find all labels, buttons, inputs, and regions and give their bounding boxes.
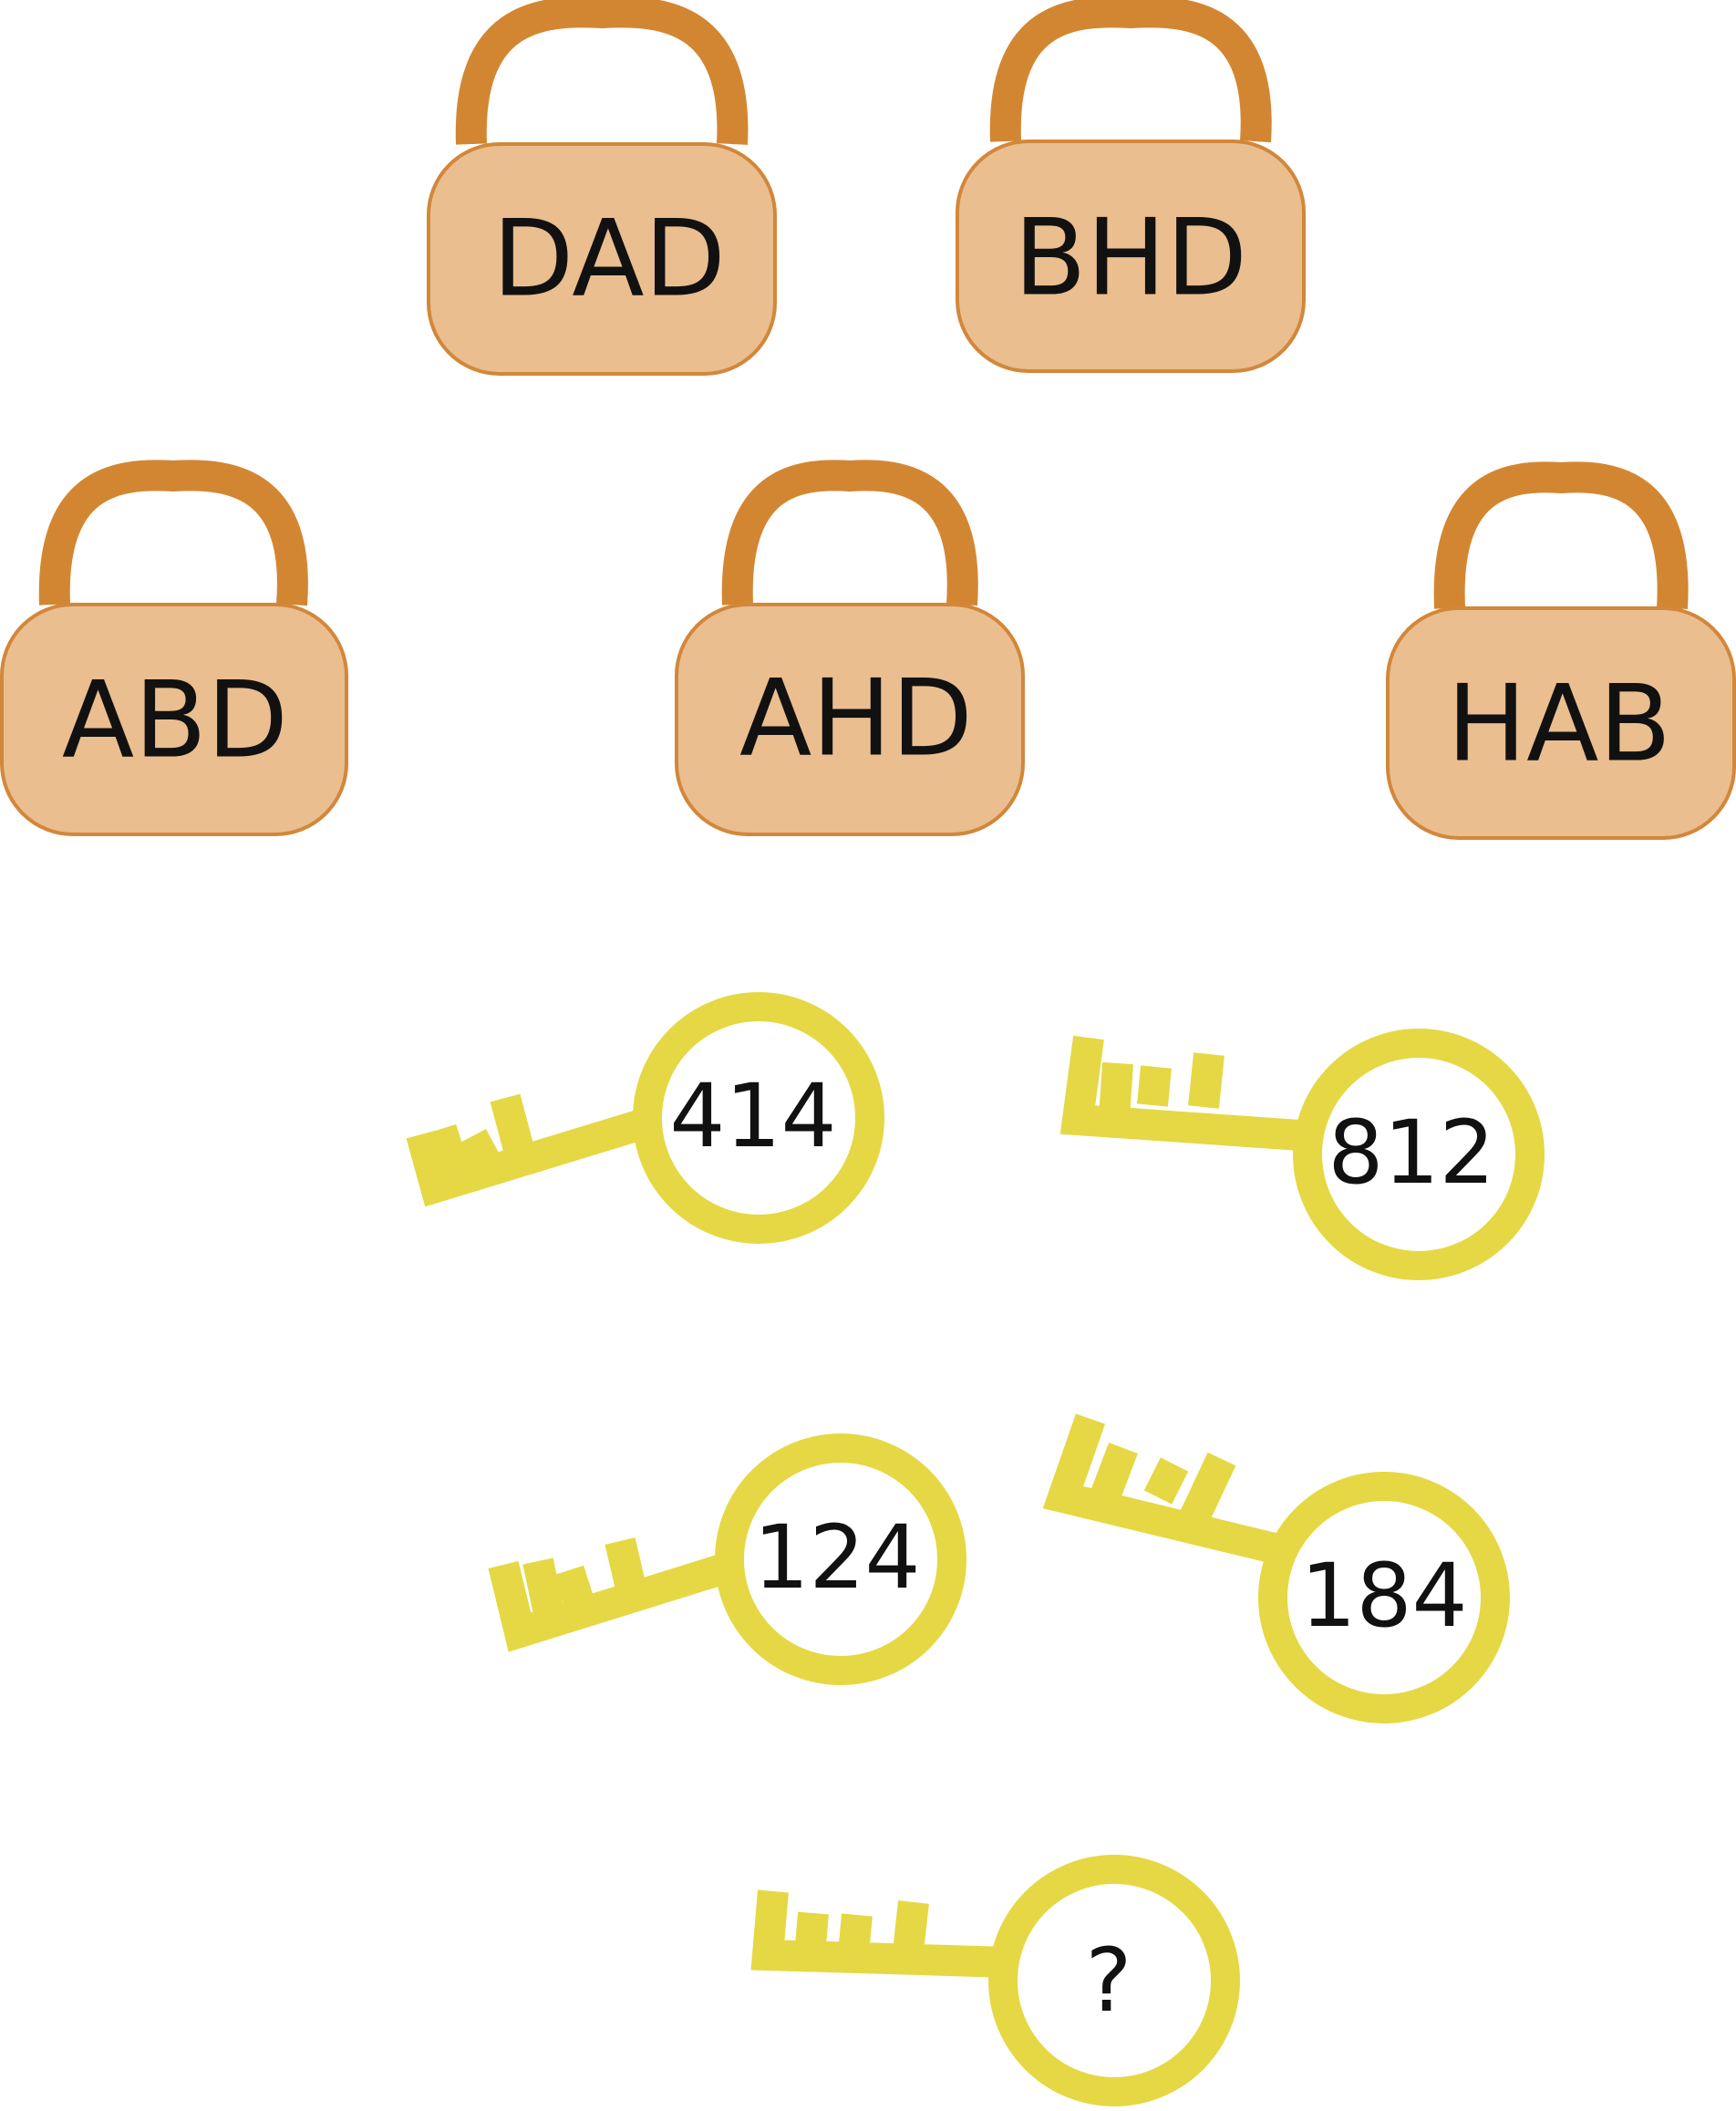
padlock-2-label: BHD — [1014, 197, 1247, 320]
key-4: 184 — [1042, 1413, 1510, 1723]
key-5: ? — [750, 1855, 1240, 2106]
padlock-3-body — [0, 603, 348, 836]
key-1-blade — [406, 1093, 661, 1207]
padlock-2-shackle — [989, 0, 1272, 143]
key-2-label: 812 — [1328, 1102, 1494, 1204]
key-1: 414 — [406, 992, 884, 1244]
key-1-ring — [633, 992, 884, 1244]
key-1-label: 414 — [669, 1065, 836, 1167]
padlock-5-body — [1386, 606, 1736, 840]
padlock-2-body — [956, 140, 1306, 373]
padlock-5-label: HAB — [1447, 663, 1671, 786]
padlock-3-shackle — [38, 460, 308, 606]
key-5-blade — [750, 1889, 1009, 1978]
padlock-3-label: ABD — [62, 659, 288, 782]
padlock-4-body — [675, 603, 1025, 836]
key-3-blade — [488, 1537, 748, 1652]
padlock-1: DAD — [427, 0, 777, 376]
padlock-1-body — [427, 142, 777, 376]
padlock-2: BHD — [956, 0, 1306, 373]
padlock-3: ABD — [0, 460, 348, 836]
padlock-5: HAB — [1386, 461, 1736, 840]
padlock-4-label: AHD — [739, 657, 973, 781]
key-2: 812 — [1059, 1029, 1545, 1280]
key-4-label: 184 — [1300, 1545, 1467, 1647]
key-3: 124 — [488, 1433, 966, 1685]
padlock-1-shackle — [455, 0, 749, 145]
padlock-1-label: DAD — [492, 198, 726, 321]
key-4-blade — [1042, 1413, 1286, 1566]
padlock-4-shackle — [721, 460, 978, 606]
padlock-5-shackle — [1433, 461, 1689, 609]
key-3-label: 124 — [753, 1506, 920, 1609]
key-3-ring — [715, 1433, 966, 1685]
key-5-ring — [988, 1855, 1240, 2106]
key-5-label: ? — [1086, 1930, 1132, 2032]
padlock-4: AHD — [675, 460, 1025, 836]
key-2-blade — [1059, 1035, 1315, 1152]
key-2-ring — [1293, 1029, 1545, 1280]
key-4-ring — [1258, 1472, 1510, 1723]
